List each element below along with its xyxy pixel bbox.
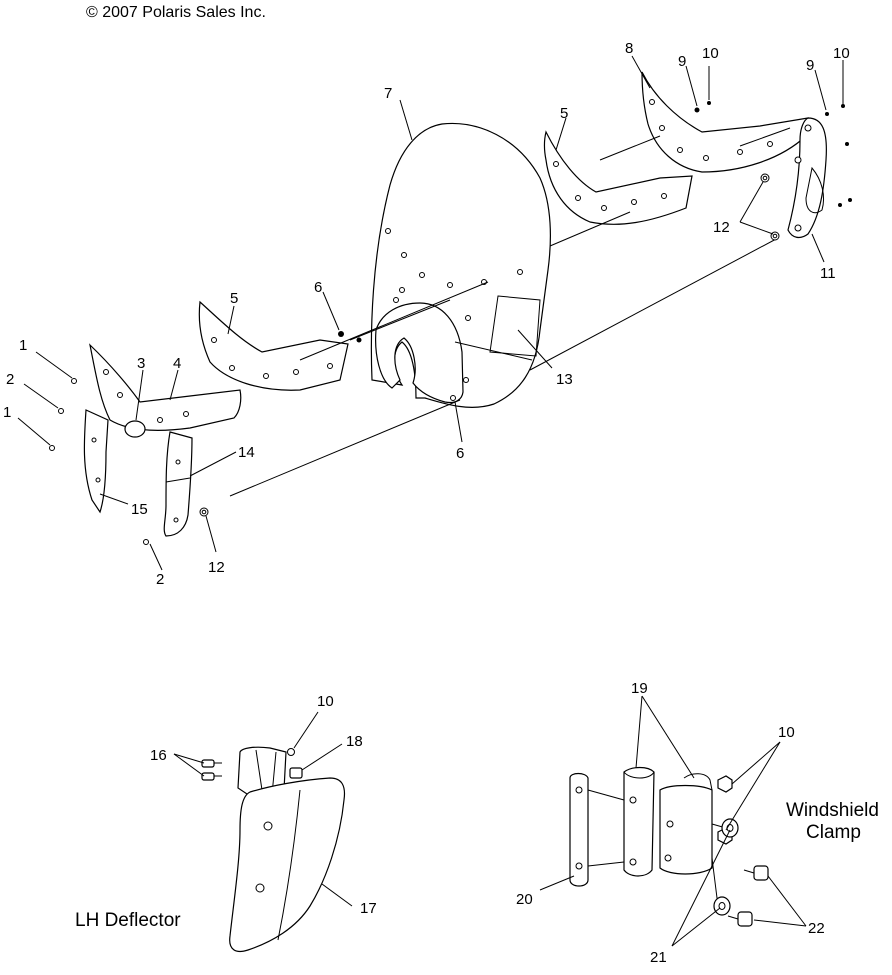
deflector-part-8 <box>641 71 809 173</box>
bracket-part-15 <box>83 409 109 514</box>
hardware-upper <box>49 101 852 545</box>
callout-22: 22 <box>808 920 825 937</box>
deflector-part-5-right <box>543 130 693 225</box>
callout-12b: 12 <box>208 559 225 576</box>
callout-17: 17 <box>360 900 377 917</box>
bracket-part-11 <box>787 117 827 239</box>
callout-19: 19 <box>631 680 648 697</box>
assembly-lines <box>229 127 791 497</box>
callout-6b: 6 <box>456 445 464 462</box>
callout-8: 8 <box>625 40 633 57</box>
callout-15: 15 <box>131 501 148 518</box>
callout-6a: 6 <box>314 279 322 296</box>
callout-10b: 10 <box>833 45 850 62</box>
callout-10d: 10 <box>778 724 795 741</box>
callout-2b: 2 <box>156 571 164 588</box>
leader-lines-upper <box>17 55 844 571</box>
windshield-part-7 <box>370 122 551 408</box>
callout-20: 20 <box>516 891 533 908</box>
callout-9a: 9 <box>678 53 686 70</box>
callout-4: 4 <box>173 355 181 372</box>
callouts-upper: 1 2 1 3 4 5 6 7 5 8 9 10 9 10 12 11 13 6… <box>3 40 850 588</box>
windshield-clamp-assembly <box>569 766 769 927</box>
callout-7: 7 <box>384 85 392 102</box>
callouts-lh: 16 10 18 17 <box>150 693 377 917</box>
callout-14: 14 <box>238 444 255 461</box>
callout-1a: 1 <box>19 337 27 354</box>
copyright-text: © 2007 Polaris Sales Inc. <box>86 4 266 21</box>
callout-11: 11 <box>820 265 836 282</box>
bracket-part-14 <box>163 431 193 537</box>
callout-21: 21 <box>650 949 667 966</box>
caption-clamp: Clamp <box>806 822 861 843</box>
callout-12a: 12 <box>713 219 730 236</box>
callout-13: 13 <box>556 371 573 388</box>
nut-10 <box>287 748 295 756</box>
callout-5a: 5 <box>230 290 238 307</box>
callout-10a: 10 <box>702 45 719 62</box>
callouts-clamp: 19 10 20 21 22 <box>516 680 825 966</box>
nut-18 <box>289 767 303 779</box>
callout-5b: 5 <box>560 105 568 122</box>
callout-3: 3 <box>137 355 145 372</box>
callout-18: 18 <box>346 733 363 750</box>
plug-part-3 <box>124 420 146 438</box>
lh-deflector-assembly <box>201 746 346 953</box>
callout-9b: 9 <box>806 57 814 74</box>
screw-16 <box>201 759 222 781</box>
callout-1b: 1 <box>3 404 11 421</box>
callout-16: 16 <box>150 747 167 764</box>
leader-lines-lh <box>173 711 353 907</box>
caption-lh-deflector: LH Deflector <box>75 910 181 931</box>
callout-2a: 2 <box>6 371 14 388</box>
deflector-part-4 <box>89 343 242 431</box>
callout-10c: 10 <box>317 693 334 710</box>
leader-lines-clamp <box>539 695 807 947</box>
deflector-part-5-left <box>198 300 349 391</box>
caption-windshield: Windshield <box>786 800 879 821</box>
